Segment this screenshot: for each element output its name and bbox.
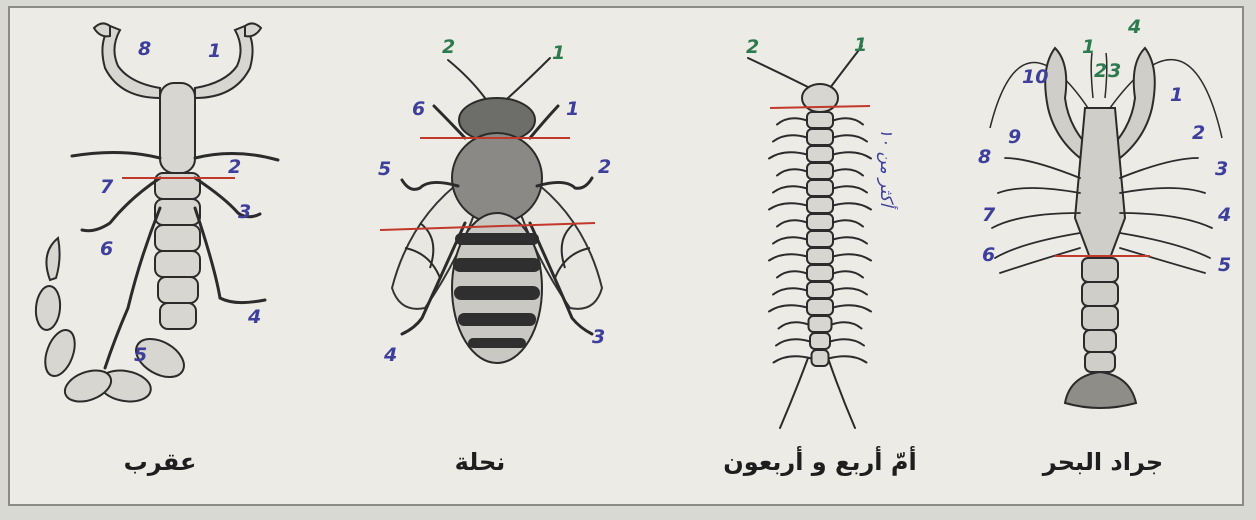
bee-label-3: 3 [592,328,605,347]
lobster-label-7: 7 [982,206,995,225]
centipede-leg [833,271,863,277]
lobster-label-2: 2 [1192,124,1205,143]
bee-caption: نحلة [330,448,630,476]
scorpion-label-1: 1 [208,42,221,61]
lobster-label-3: 3 [1215,160,1228,179]
scorpion-label-3: 3 [238,203,251,222]
bee-label-2: 2 [598,158,611,177]
centipede-leg [833,254,871,260]
centipede-segment [807,163,833,179]
centipede-leg [777,169,807,175]
lobster-label-9: 9 [1008,128,1021,147]
bee-label-1: 1 [566,100,579,119]
centipede-leg [833,118,863,124]
lobster-label-5: 5 [1218,256,1231,275]
centipede-leg [833,152,871,158]
lobster-antenna-label-4: 4 [1128,18,1141,37]
diagram-frame: 8 1 2 7 3 6 4 5 عقرب [8,6,1244,506]
centipede-leg [777,271,807,277]
scorpion-label-2: 2 [228,158,241,177]
centipede-segment [807,112,833,128]
bee-panel: 2 1 6 1 5 2 4 3 نحلة [330,8,630,508]
lobster-label-4: 4 [1218,206,1231,225]
centipede-caption: أمّ أربع و أربعون [670,448,970,476]
centipede-segment [807,214,833,230]
centipede-leg [769,254,807,260]
scorpion-panel: 8 1 2 7 3 6 4 5 عقرب [10,8,310,508]
centipede-leg [777,118,807,124]
bee-label-4: 4 [384,346,397,365]
centipede-leg [769,152,807,158]
centipede-leg [779,322,809,328]
scorpion-label-7: 7 [100,178,113,197]
centipede-panel: 2 1 أكثر من ١٠ أمّ أربع و أربعون [670,8,970,508]
centipede-segment [807,180,833,196]
centipede-segment [807,197,833,213]
centipede-leg [773,135,807,141]
centipede-segment [807,299,833,315]
scorpion-label-8: 8 [138,40,151,59]
centipede-leg [833,237,867,243]
centipede-segment [812,350,829,366]
centipede-leg [777,220,807,226]
centipede-leg [833,169,863,175]
centipede-leg [833,135,867,141]
centipede-leg [833,288,867,294]
lobster-label-6: 6 [982,246,995,265]
scorpion-label-4: 4 [248,308,261,327]
centipede-segment [807,265,833,281]
centipede-segment [807,146,833,162]
centipede-leg [832,322,862,328]
scorpion-caption: عقرب [10,448,310,476]
lobster-antenna-label-3: 3 [1108,62,1121,81]
centipede-segment [807,231,833,247]
lobster-caption: جراد البحر [960,448,1246,476]
centipede-segment [809,316,832,332]
bee-antenna-label-1: 1 [552,44,565,63]
scorpion-label-6: 6 [100,240,113,259]
lobster-antenna-label-1: 1 [1082,38,1095,57]
centipede-segment [807,248,833,264]
scorpion-label-5: 5 [134,346,147,365]
lobster-label-10: 10 [1022,68,1048,87]
centipede-leg [769,203,807,209]
scorpion-illustration [10,8,310,438]
centipede-leg [773,237,807,243]
lobster-label-1: 1 [1170,86,1183,105]
centipede-leg [773,186,807,192]
centipede-segment [807,129,833,145]
centipede-segment [810,333,830,349]
centipede-leg [833,305,871,311]
centipede-illustration [670,8,970,438]
centipede-leg [833,186,867,192]
centipede-leg [829,356,867,362]
centipede-antenna-label-2: 2 [746,38,759,57]
centipede-leg [776,339,810,345]
centipede-leg-count-note: أكثر من ١٠ [876,128,896,206]
centipede-leg [833,220,863,226]
bee-label-6: 6 [412,100,425,119]
bee-label-5: 5 [378,160,391,179]
centipede-segment [807,282,833,298]
centipede-red-line [770,106,870,108]
centipede-leg [769,305,807,311]
centipede-leg [830,339,864,345]
lobster-label-8: 8 [978,148,991,167]
centipede-antenna-label-1: 1 [854,36,867,55]
bee-illustration [330,8,630,438]
centipede-leg [773,288,807,294]
bee-antenna-label-2: 2 [442,38,455,57]
lobster-panel: 1 4 2 3 10 1 9 2 8 3 7 4 6 5 جراد البحر [960,8,1246,508]
lobster-antenna-label-2: 2 [1094,62,1107,81]
centipede-leg [833,203,871,209]
